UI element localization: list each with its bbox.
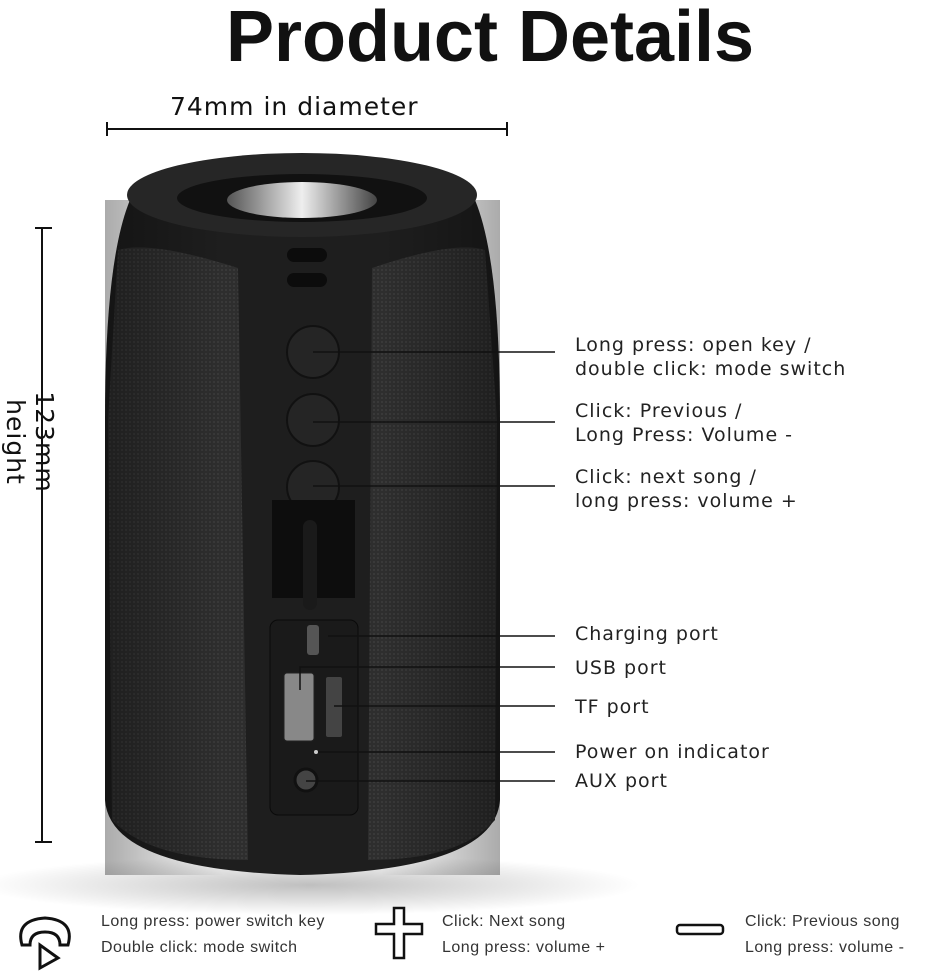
callout-text: Click: Previous / xyxy=(575,400,743,422)
callout-usb: USB port xyxy=(575,657,667,679)
callout-previous: Click: Previous /Long Press: Volume - xyxy=(575,399,793,447)
height-line xyxy=(35,227,52,843)
phone-play-icon xyxy=(19,916,71,971)
diameter-line xyxy=(106,122,508,136)
legend-text: Click: Next song xyxy=(442,913,566,930)
callout-lines xyxy=(299,351,555,782)
legend-text: Double click: mode switch xyxy=(101,939,298,956)
callout-text: Long Press: Volume - xyxy=(575,424,794,446)
callout-text: Long press: open key / xyxy=(575,334,812,356)
legend-text: Long press: power switch key xyxy=(101,913,325,930)
legend-text: Long press: volume + xyxy=(442,939,606,956)
callout-text: Click: next song / xyxy=(575,466,757,488)
callout-next: Click: next song /long press: volume + xyxy=(575,465,798,513)
page-title: Product Details xyxy=(225,0,755,77)
minus-icon xyxy=(675,923,725,936)
callout-power-key: Long press: open key /double click: mode… xyxy=(575,333,846,381)
callout-text: double click: mode switch xyxy=(575,358,847,380)
plus-icon xyxy=(374,906,424,960)
height-label: 123mm height xyxy=(1,391,59,493)
legend-text: Long press: volume - xyxy=(745,939,905,956)
callout-tf: TF port xyxy=(575,696,650,718)
legend-text: Click: Previous song xyxy=(745,913,900,930)
callout-charging: Charging port xyxy=(575,623,719,645)
callout-indicator: Power on indicator xyxy=(575,741,770,763)
callout-aux: AUX port xyxy=(575,770,668,792)
passive-radiator xyxy=(227,182,377,218)
diameter-label: 74mm in diameter xyxy=(170,92,419,121)
callout-text: long press: volume + xyxy=(575,490,798,512)
